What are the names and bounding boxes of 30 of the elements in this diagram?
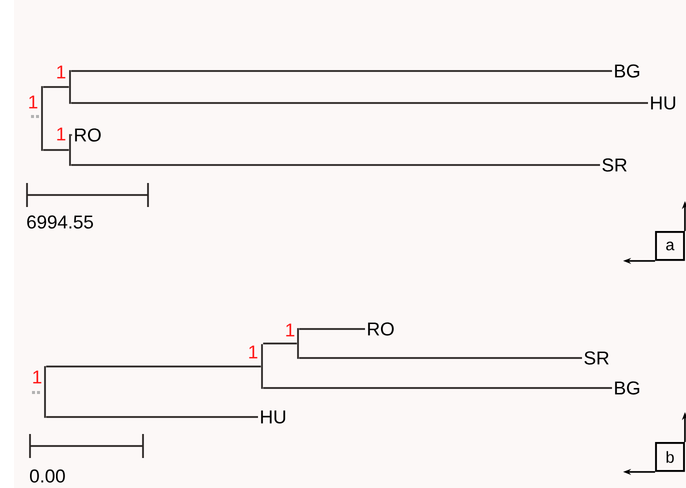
tree-branch: [43, 86, 69, 88]
support-value: 1: [29, 96, 38, 108]
tree-branch: [299, 357, 582, 359]
tree-branch: [43, 149, 69, 151]
tree-branch: [71, 102, 648, 104]
support-value: 1: [249, 346, 258, 358]
tree-branch: [46, 416, 258, 418]
leaf-label: BG: [615, 64, 640, 78]
leaf-label: SR: [602, 158, 627, 172]
support-value: 1: [286, 324, 294, 336]
scale-value: 0.00: [30, 469, 65, 483]
support-value: 1: [33, 370, 42, 384]
tree-branch: [71, 164, 600, 166]
tree-branch: [46, 366, 261, 368]
leaf-label: RO: [368, 322, 394, 336]
leaf-label: HU: [261, 410, 286, 424]
tree-branch: [263, 387, 612, 389]
leaf-label: BG: [615, 381, 640, 395]
tree-branch: [299, 328, 365, 330]
leaf-label: HU: [651, 96, 676, 110]
support-value: 1: [57, 128, 66, 140]
panel-letter-box: a: [655, 231, 685, 261]
leaf-label: SR: [584, 351, 609, 365]
tree-branch: [71, 70, 612, 72]
leaf-label: RO: [75, 128, 101, 142]
scale-value: 6994.55: [27, 215, 93, 229]
support-value: 1: [57, 66, 66, 78]
panel-letter-box: b: [655, 442, 685, 472]
tree-branch: [71, 134, 72, 136]
tree-branch: [263, 342, 297, 344]
